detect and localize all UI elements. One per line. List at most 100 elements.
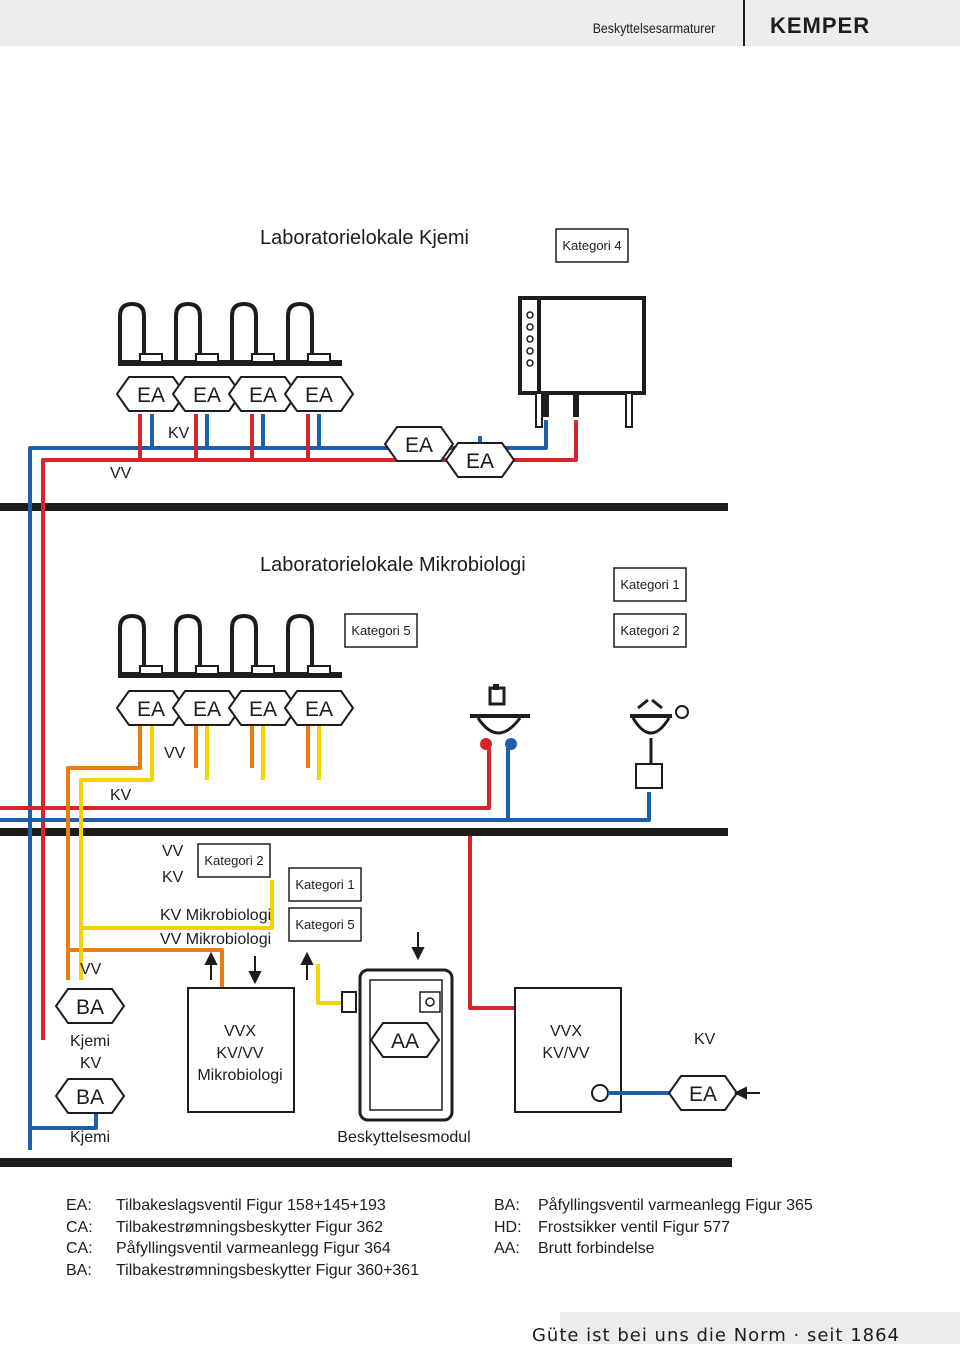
faucet-icon	[286, 302, 314, 362]
arrow-up-icon	[300, 951, 314, 980]
room-title-microbiology: Laboratorielokale Mikrobiologi	[260, 554, 526, 576]
line-label-vv-upper: VV	[110, 465, 132, 482]
line-label-vv-micro: VV	[164, 745, 186, 762]
pipe-cold-to-ba	[28, 988, 98, 1130]
category-4-label: Kategori 4	[562, 238, 621, 253]
faucet-icon	[230, 302, 258, 362]
category-1-box-lower: Kategori 1	[288, 867, 362, 902]
label-kjemi-upper: Kjemi	[70, 1033, 110, 1050]
room-title-chemistry: Laboratorielokale Kjemi	[260, 227, 469, 249]
eyewash-icon	[630, 698, 689, 789]
heat-exchanger-right: VVX KV/VV	[514, 987, 622, 1113]
faucet-icon	[118, 614, 146, 674]
legend-left: EA:Tilbakeslagsventil Figur 158+145+193 …	[66, 1195, 419, 1281]
svg-text:EA: EA	[137, 698, 165, 721]
pipe-cold-chemistry	[28, 414, 548, 988]
svg-text:BA: BA	[76, 1086, 104, 1109]
pipe-cold-microbiology	[0, 748, 651, 822]
protection-module: AA	[341, 968, 454, 1122]
svg-text:Kategori 1: Kategori 1	[295, 877, 354, 892]
faucet-icon	[118, 302, 146, 362]
ea-valve: EA	[172, 376, 242, 412]
ea-valve: EA	[116, 376, 186, 412]
legend-row: HD:Frostsikker ventil Figur 577	[494, 1218, 731, 1236]
ea-valve: EA	[384, 426, 454, 462]
lab-bench-upper	[118, 360, 342, 366]
svg-text:AA: AA	[391, 1030, 419, 1053]
svg-text:Kategori 2: Kategori 2	[620, 623, 679, 638]
floor-slab-lower	[0, 1158, 732, 1167]
label-protection-module: Beskyttelsesmodul	[337, 1129, 470, 1146]
aa-device: AA	[370, 1022, 440, 1058]
floor-slab-upper	[0, 503, 728, 511]
page-header: Beskyttelsesarmaturer KEMPER	[0, 0, 960, 46]
pipe-hot-riser	[468, 836, 515, 1010]
brand-logo: KEMPER	[770, 13, 871, 38]
lab-washer-cabinet	[518, 296, 646, 428]
svg-text:EA: EA	[193, 384, 221, 407]
footer-slogan: Güte ist bei uns die Norm · seit 1864	[531, 1325, 900, 1346]
faucet-icon	[286, 614, 314, 674]
svg-text:BA: BA	[76, 996, 104, 1019]
plumbing-diagram: Laboratorielokale Kjemi Kategori 4 EA EA…	[0, 227, 760, 1167]
ea-valve: EA	[228, 376, 298, 412]
pipe-yellow-microbiology	[79, 724, 346, 1005]
category-4-box: Kategori 4	[555, 228, 629, 263]
pipe-hot-chemistry	[41, 414, 578, 988]
label-kv-ba: KV	[80, 1055, 102, 1072]
section-label: Beskyttelsesarmaturer	[592, 20, 715, 36]
category-1-box-upper: Kategori 1	[613, 567, 687, 602]
line-label-kv-tech: KV	[162, 869, 184, 886]
ba-device: BA	[55, 1078, 125, 1114]
legend-row: BA:Tilbakestrømningsbeskytter Figur 360+…	[66, 1261, 420, 1279]
category-5-box-lower: Kategori 5	[288, 907, 362, 942]
legend-row: EA:Tilbakeslagsventil Figur 158+145+193	[66, 1197, 386, 1214]
svg-text:EA: EA	[466, 450, 494, 473]
ea-valve: EA	[668, 1075, 738, 1111]
svg-text:Kategori 5: Kategori 5	[351, 623, 410, 638]
svg-text:KV/VV: KV/VV	[216, 1045, 263, 1062]
line-label-vv-micro-tech: VV Mikrobiologi	[160, 931, 271, 948]
svg-text:KV/VV: KV/VV	[542, 1045, 589, 1062]
line-label-vv-ba: VV	[80, 961, 102, 978]
floor-slab-middle	[0, 828, 728, 836]
svg-text:Kategori 5: Kategori 5	[295, 917, 354, 932]
category-5-box-upper: Kategori 5	[344, 613, 418, 648]
sink-icon	[470, 684, 530, 750]
svg-text:EA: EA	[193, 698, 221, 721]
ba-device: BA	[55, 988, 125, 1024]
svg-text:EA: EA	[405, 434, 433, 457]
svg-text:EA: EA	[137, 384, 165, 407]
faucet-icon	[174, 614, 202, 674]
line-label-vv-tech: VV	[162, 843, 184, 860]
svg-text:EA: EA	[305, 384, 333, 407]
svg-text:EA: EA	[305, 698, 333, 721]
ea-valve: EA	[172, 690, 242, 726]
svg-text:VVX: VVX	[224, 1023, 256, 1040]
svg-text:Kategori 1: Kategori 1	[620, 577, 679, 592]
legend-right: BA:Påfyllingsventil varmeanlegg Figur 36…	[494, 1195, 813, 1260]
ea-valve: EA	[445, 442, 515, 478]
line-label-kv-upper: KV	[168, 425, 190, 442]
line-label-kv-micro: KV	[110, 787, 132, 804]
svg-text:EA: EA	[689, 1083, 717, 1106]
legend-row: AA:Brutt forbindelse	[494, 1240, 655, 1257]
ea-valve: EA	[228, 690, 298, 726]
svg-text:VVX: VVX	[550, 1023, 582, 1040]
arrow-down-icon	[248, 956, 262, 985]
svg-text:Mikrobiologi: Mikrobiologi	[197, 1067, 282, 1084]
legend-row: CA:Påfyllingsventil varmeanlegg Figur 36…	[66, 1240, 391, 1257]
arrow-down-icon	[411, 932, 425, 961]
faucet-icon	[230, 614, 258, 674]
legend-row: BA:Påfyllingsventil varmeanlegg Figur 36…	[494, 1197, 813, 1214]
label-kjemi-lower: Kjemi	[70, 1129, 110, 1146]
line-label-kv-micro-tech: KV Mikrobiologi	[160, 907, 271, 924]
legend-row: CA:Tilbakestrømningsbeskytter Figur 362	[66, 1218, 384, 1236]
heat-exchanger-microbiology: VVX KV/VV Mikrobiologi	[187, 987, 295, 1113]
svg-text:EA: EA	[249, 698, 277, 721]
category-2-box-upper: Kategori 2	[613, 613, 687, 648]
category-2-box-lower: Kategori 2	[197, 843, 271, 878]
label-kv-right: KV	[694, 1031, 716, 1048]
arrow-up-icon	[204, 951, 218, 980]
svg-text:Kategori 2: Kategori 2	[204, 853, 263, 868]
